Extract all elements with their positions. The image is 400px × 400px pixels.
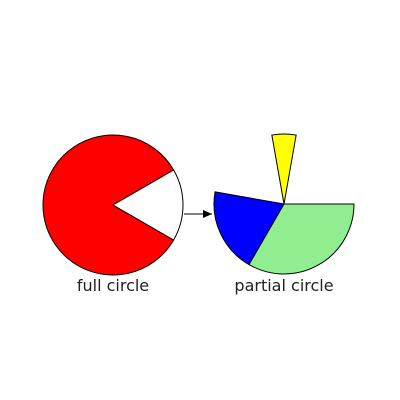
full-circle-red-wedge [42,134,175,276]
partial-circle-blue-wedge [213,191,285,266]
partial-circle-green-wedge [248,203,355,275]
full-circle-group [42,134,184,276]
full-circle-white-wedge [112,169,184,241]
partial-circle-label: partial circle [234,276,333,295]
partial-circle-group [213,133,355,275]
full-circle-label: full circle [77,276,149,295]
partial-circle-yellow-wedge [271,133,297,205]
